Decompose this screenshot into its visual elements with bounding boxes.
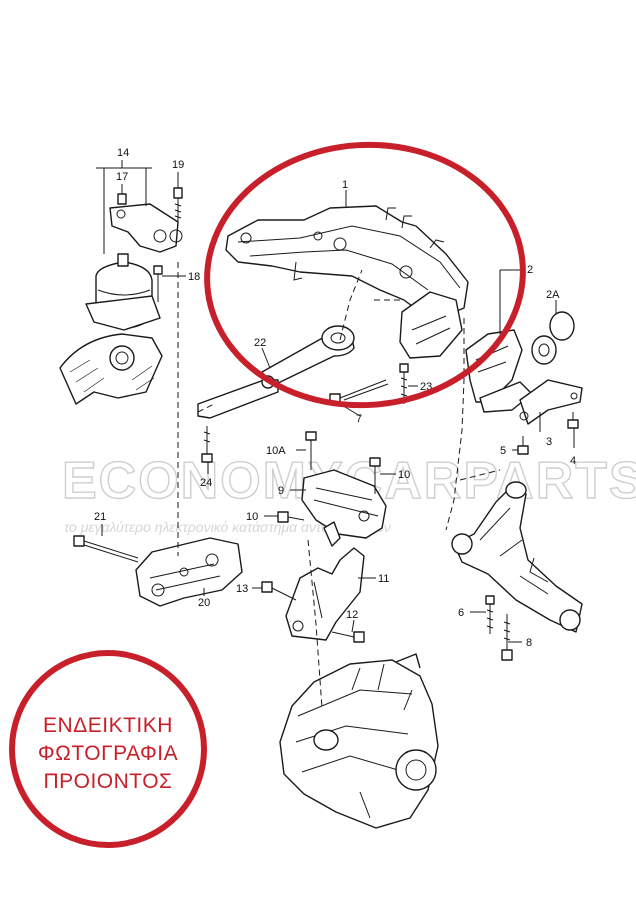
callout-5: 5 [500, 445, 506, 457]
left-bracket [73, 426, 243, 607]
callout-1: 1 [342, 179, 348, 191]
callout-14: 14 [117, 147, 129, 159]
callout-24: 24 [200, 477, 212, 489]
callout-11: 11 [378, 573, 389, 585]
stamp-circle [9, 650, 207, 848]
callout-21: 21 [94, 511, 106, 523]
callout-9: 9 [278, 485, 284, 497]
callout-8: 8 [526, 637, 532, 649]
callout-4: 4 [570, 455, 576, 467]
engine-mount-assembly [59, 187, 183, 405]
callout-3: 3 [546, 436, 552, 448]
callout-22: 22 [254, 337, 266, 349]
watermark-tagline: το μεγαλύτερο ηλεκτρονικό κατάστημα αντα… [64, 519, 391, 535]
stamp-line-1: ΕΝΔΕΙΚΤΙΚΗ [43, 714, 173, 737]
callout-18: 18 [188, 271, 200, 283]
callout-7: 7 [356, 413, 362, 425]
subframe [197, 205, 469, 419]
gearbox [279, 653, 439, 829]
callout-2a: 2A [546, 289, 560, 301]
assembly-lines [177, 262, 501, 709]
gearbox-mount [261, 431, 387, 643]
stamp-line-2: ΦΩΤΟΓΡΑΦΙΑ [38, 742, 178, 765]
callout-10-left: 10 [246, 511, 258, 523]
callout-17: 17 [116, 171, 128, 183]
callout-10a: 10A [266, 445, 286, 457]
callout-12: 12 [346, 609, 358, 621]
leader-lines [96, 160, 575, 643]
callout-19: 19 [172, 159, 184, 171]
stamp-line-3: ΠΡΟΙΟΝΤΟΣ [43, 770, 172, 793]
callout-2: 2 [527, 264, 533, 276]
highlight-ellipse [204, 141, 526, 409]
callout-labels: 14 17 19 18 1 2 2A 3 4 5 6 8 22 23 7 10A… [94, 147, 576, 649]
callout-6: 6 [458, 607, 464, 619]
right-side-assembly [465, 311, 583, 455]
control-arm [451, 481, 583, 661]
callout-20: 20 [198, 597, 210, 609]
callout-10-right: 10 [398, 469, 410, 481]
indicative-photo-stamp: ΕΝΔΕΙΚΤΙΚΗ ΦΩΤΟΓΡΑΦΙΑ ΠΡΟΙΟΝΤΟΣ [9, 650, 207, 848]
callout-13: 13 [236, 583, 248, 595]
